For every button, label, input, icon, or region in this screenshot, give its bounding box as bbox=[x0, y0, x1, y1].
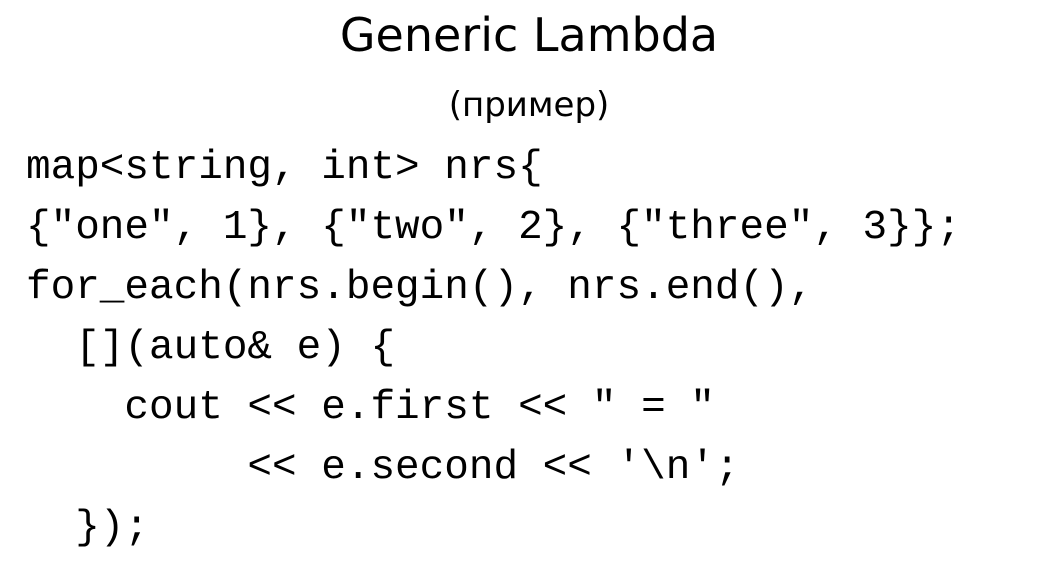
slide-subtitle: (пример) bbox=[448, 85, 610, 125]
code-line: for_each(nrs.begin(), nrs.end(), bbox=[26, 265, 814, 311]
code-line: map<string, int> nrs{ bbox=[26, 145, 543, 191]
code-line: << e.second << '\n'; bbox=[26, 445, 740, 491]
code-line: [](auto& e) { bbox=[26, 325, 396, 371]
slide-title: Generic Lambda bbox=[339, 8, 719, 62]
code-line: {"one", 1}, {"two", 2}, {"three", 3}}; bbox=[26, 205, 961, 251]
code-block: map<string, int> nrs{ {"one", 1}, {"two"… bbox=[26, 138, 1046, 558]
code-line: cout << e.first << " = " bbox=[26, 385, 715, 431]
code-line: }); bbox=[26, 505, 150, 551]
